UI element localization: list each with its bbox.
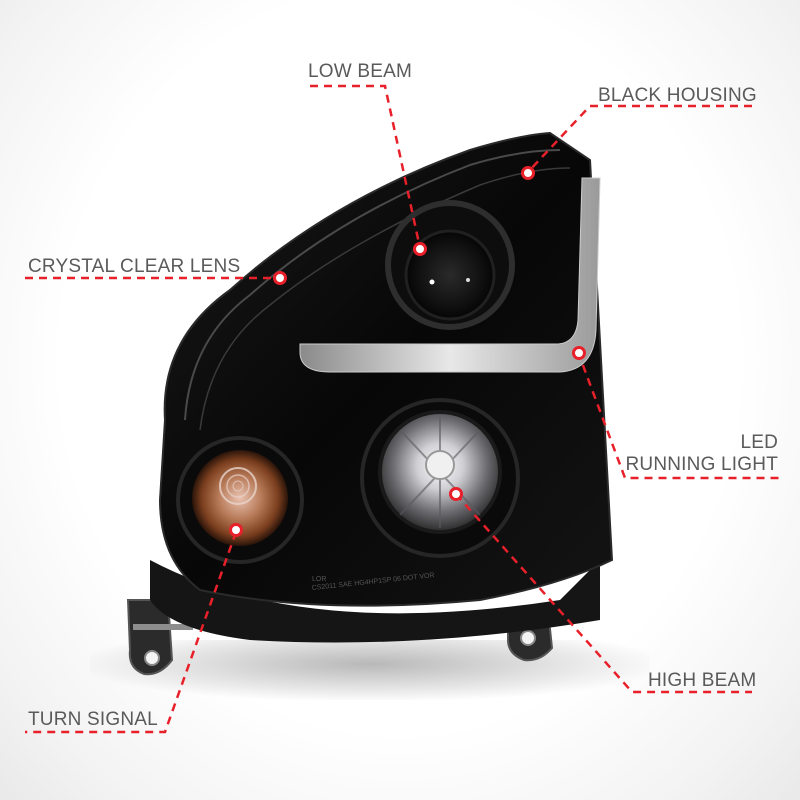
turn-signal-dot — [229, 523, 243, 537]
label-crystal-clear-lens: CRYSTAL CLEAR LENS — [28, 256, 241, 277]
label-black-housing: BLACK HOUSING — [598, 85, 757, 106]
led-running-light-dot — [572, 346, 586, 360]
callout-leaders — [25, 84, 780, 734]
label-high-beam: HIGH BEAM — [648, 670, 757, 691]
callout-dots — [229, 166, 586, 537]
led-light-bar — [299, 177, 601, 373]
low-beam-projector — [385, 200, 515, 330]
high-beam-dot — [449, 487, 463, 501]
turn-signal-lens — [176, 436, 304, 564]
label-led: LED — [740, 432, 778, 453]
high-beam-reflector — [360, 398, 520, 558]
label-turn-signal: TURN SIGNAL — [28, 709, 158, 730]
crystal-clear-lens-dot — [273, 271, 287, 285]
low-beam-dot — [413, 242, 427, 256]
housing-mark-1: LOR — [312, 576, 326, 583]
black-housing-dot — [521, 166, 535, 180]
label-low-beam: LOW BEAM — [308, 61, 413, 82]
drop-shadow — [90, 640, 650, 700]
label-running-light: RUNNING LIGHT — [625, 454, 778, 475]
